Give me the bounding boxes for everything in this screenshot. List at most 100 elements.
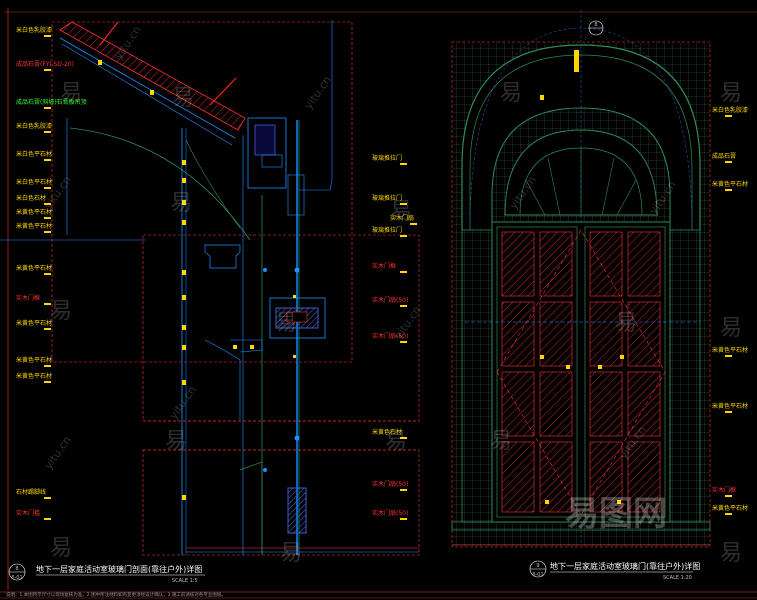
callout-tick — [725, 495, 732, 497]
watermark-glyph: 易 — [490, 429, 512, 454]
callout-tick — [44, 328, 51, 330]
watermark-glyph: 易 — [172, 86, 194, 111]
callout-tick — [725, 513, 732, 515]
watermark-site: yitu.cn — [167, 384, 199, 422]
right-detail-number: 9 — [536, 563, 539, 569]
callout-label: 成品石膏 — [712, 152, 736, 160]
right-sheet-ref: 6-01 — [532, 572, 543, 578]
watermark-glyph: 易 — [50, 299, 72, 324]
callout-label: 成品石膏(FYI-SD-20) — [16, 60, 74, 68]
callout-tick — [400, 305, 407, 307]
watermark-glyph: 易 — [500, 81, 522, 106]
watermark-site: yitu.cn — [42, 434, 74, 472]
watermark-glyph: 易 — [60, 81, 82, 106]
callout-label: 米黄色平石材 — [712, 180, 748, 188]
right-drawing-title: 地下一层家庭活动室玻璃门(靠往户外)详图 — [550, 561, 700, 571]
callout-tick — [725, 411, 732, 413]
callout-tick — [44, 497, 51, 499]
left-drawing-title: 地下一层家庭活动室玻璃门剖面(靠往户外)详图 — [36, 564, 202, 574]
callout-tick — [44, 217, 51, 219]
callout-label: 玻璃推拉门 — [372, 226, 402, 234]
callout-tick — [44, 131, 51, 133]
callout-tick — [44, 187, 51, 189]
callout-label: 米白色平石材 — [16, 150, 52, 158]
callout-tick — [400, 203, 407, 205]
callout-label: 米黄色平石材 — [16, 356, 52, 364]
callout-label: 米黄色平石材 — [16, 264, 52, 272]
callout-tick — [725, 189, 732, 191]
callout-tick — [44, 159, 51, 161]
callout-tick — [44, 203, 51, 205]
watermark-glyph: 易 — [720, 541, 742, 566]
callout-label: 米黄色平石材 — [712, 346, 748, 354]
left-detail-number: 8 — [15, 566, 18, 572]
callout-label: 成品石膏(斜坡)石膏板吊顶 — [16, 98, 87, 106]
callout-tick — [400, 518, 407, 520]
callout-tick — [400, 341, 407, 343]
watermark-glyph: 易 — [615, 311, 637, 336]
callout-label: 实木门扇 — [390, 214, 414, 222]
callout-label: 实木门扇(50) — [372, 296, 408, 304]
callout-tick — [400, 235, 407, 237]
callout-tick — [44, 381, 51, 383]
callout-label: 玻璃推拉门 — [372, 154, 402, 162]
callout-tick — [400, 437, 407, 439]
callout-tick — [44, 107, 51, 109]
callout-label: 玻璃推拉门 — [372, 194, 402, 202]
section-marker-number: 8 — [594, 22, 597, 28]
watermark-glyph: 易 — [165, 429, 187, 454]
right-title-block: 9 6-01 地下一层家庭活动室玻璃门(靠往户外)详图 SCALE 1:20 — [529, 560, 700, 581]
callout-label: 米黄色平石材 — [16, 208, 52, 216]
watermark-glyph: 易 — [50, 536, 72, 561]
callout-tick — [44, 231, 51, 233]
callout-tick — [400, 271, 407, 273]
left-callouts-right: 玻璃推拉门玻璃推拉门玻璃推拉门实木门框实木门扇(50)实木门扇(50)米黄色石材… — [372, 154, 408, 520]
callout-label: 实木门框 — [712, 486, 736, 494]
callout-label: 实木门扇(50) — [372, 509, 408, 517]
watermark-glyph: 易 — [275, 311, 297, 336]
watermark-glyph: 易 — [170, 191, 192, 216]
callout-tick — [725, 115, 732, 117]
callout-label: 米黄色平石材 — [16, 222, 52, 230]
watermark-glyph: 易 — [390, 199, 412, 224]
left-callouts-left: 米白色乳胶漆成品石膏(FYI-SD-20)成品石膏(斜坡)石膏板吊顶米白色乳胶漆… — [16, 26, 87, 520]
callout-label: 实木门槛 — [16, 509, 40, 517]
callout-label: 米黄色平石材 — [16, 372, 52, 380]
left-section-drawing — [51, 20, 420, 556]
watermark-glyph: 易 — [385, 429, 407, 454]
section-marker: 8 — [588, 20, 604, 36]
callout-tick — [725, 355, 732, 357]
watermark-glyph: 易 — [720, 316, 742, 341]
callout-label: 米黄色平石材 — [712, 504, 748, 512]
callout-tick — [44, 35, 51, 37]
right-drawing-scale: SCALE 1:20 — [663, 575, 692, 581]
callout-tick — [400, 163, 407, 165]
callout-label: 实木门扇(50) — [372, 332, 408, 340]
callout-tick — [725, 161, 732, 163]
callout-tick — [400, 489, 407, 491]
callout-label: 实木门扇(50) — [372, 480, 408, 488]
callout-label: 米白色石材 — [16, 194, 46, 202]
left-title-block: 8 6-01 地下一层家庭活动室玻璃门剖面(靠往户外)详图 SCALE 1:5 — [8, 563, 205, 584]
callout-label: 米黄色平石材 — [712, 402, 748, 410]
watermark-site: yitu.cn — [302, 74, 334, 112]
right-callouts-left: 实木门扇 — [390, 214, 417, 225]
callout-label: 石材踢脚线 — [16, 488, 46, 496]
left-drawing-scale: SCALE 1:5 — [172, 578, 198, 584]
watermark-glyph: 易 — [720, 81, 742, 106]
callout-tick — [44, 69, 51, 71]
right-elevation-drawing — [451, 10, 711, 548]
callout-label: 米白色平石材 — [16, 178, 52, 186]
callout-label: 实木门框 — [372, 262, 396, 270]
left-sheet-ref: 6-01 — [11, 575, 22, 581]
callout-label: 米白色乳胶漆 — [16, 122, 52, 130]
callout-label: 实木门框 — [16, 294, 40, 302]
callout-tick — [44, 303, 51, 305]
callout-tick — [44, 365, 51, 367]
watermark-glyph: 易 — [280, 541, 302, 566]
callout-label: 米黄色石材 — [372, 428, 402, 436]
callout-tick — [44, 273, 51, 275]
callout-label: 米白色乳胶漆 — [712, 106, 748, 114]
